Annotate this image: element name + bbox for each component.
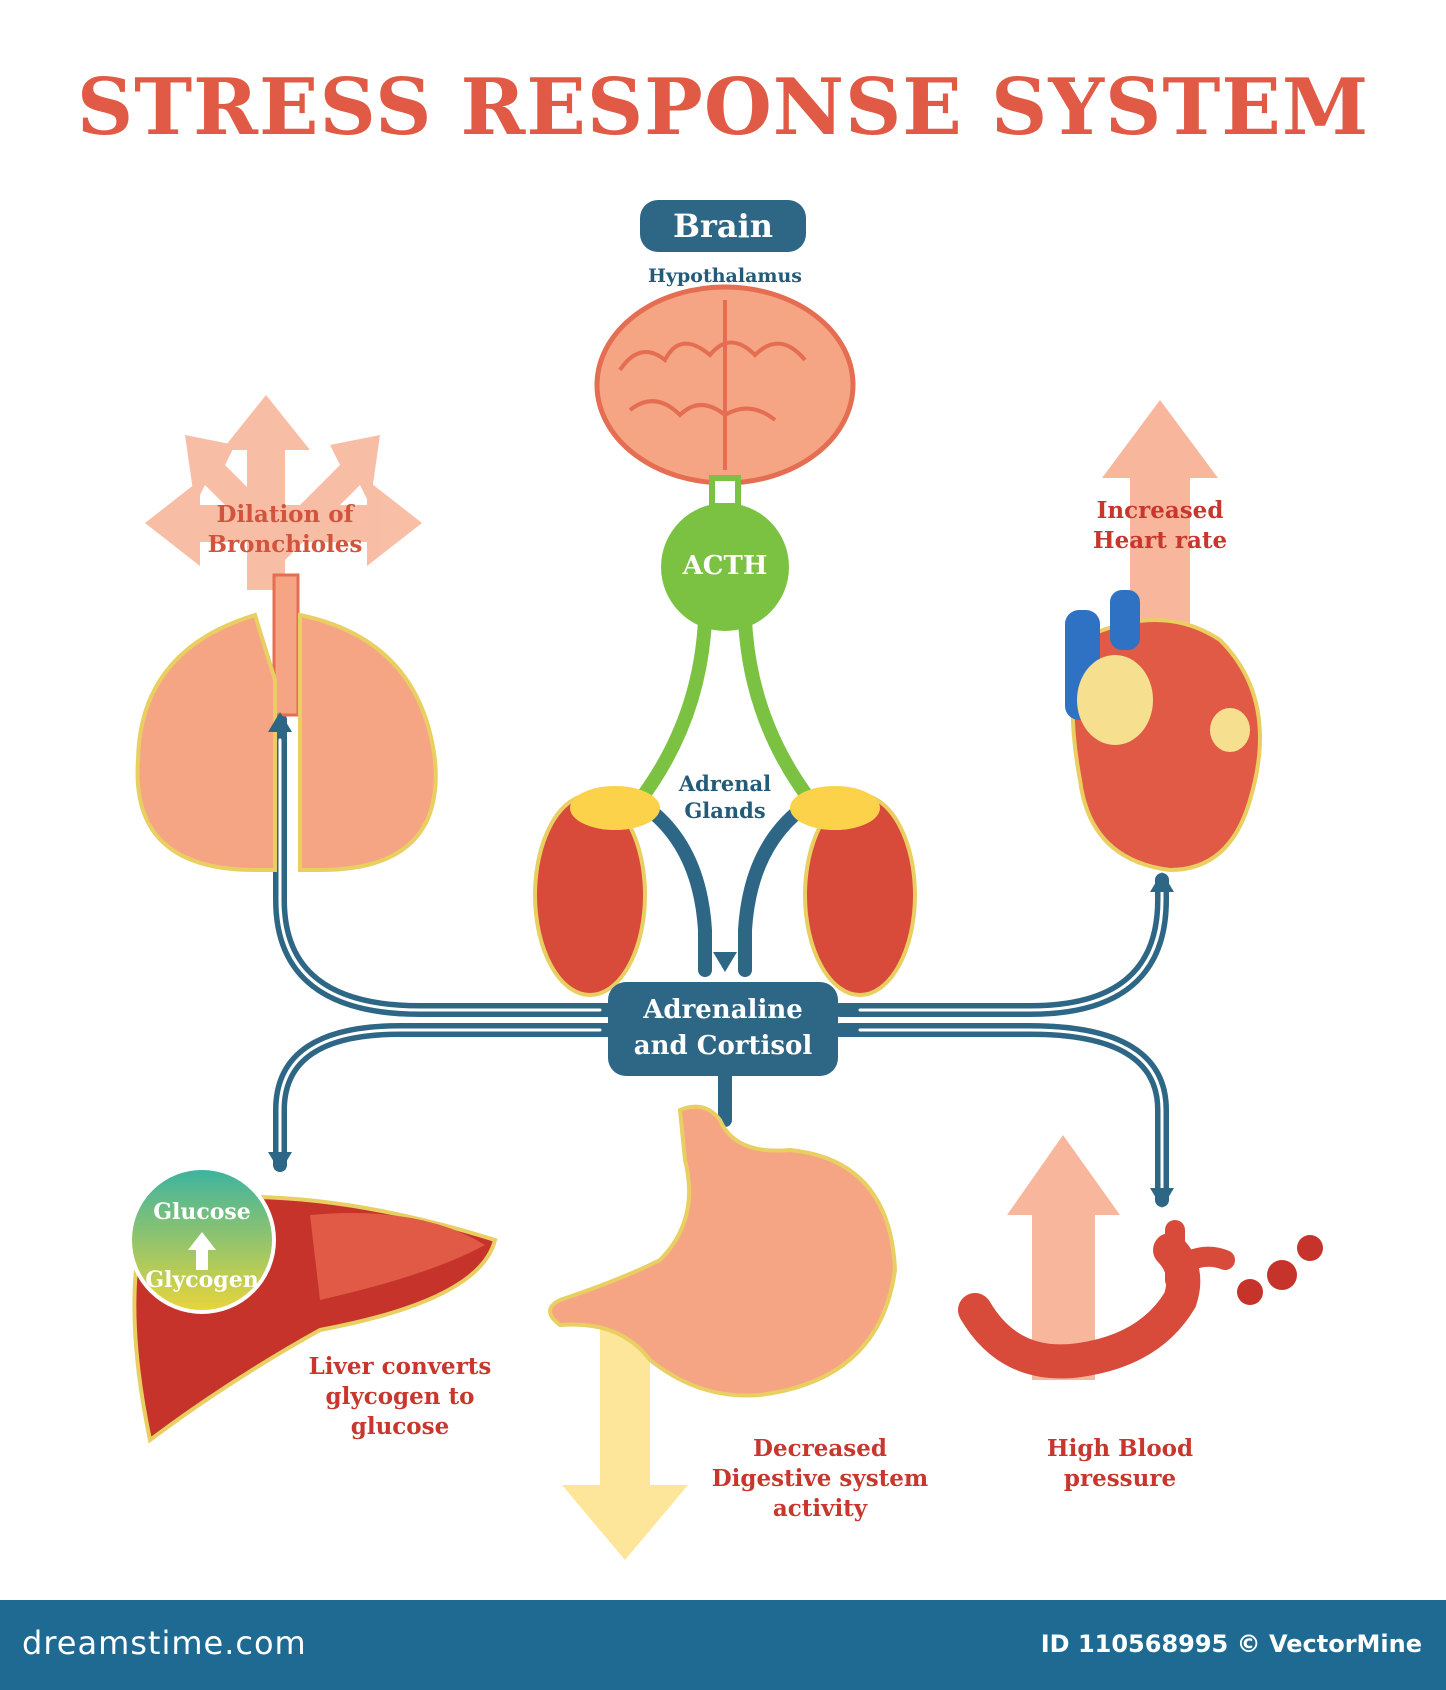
heart-illustration: [1065, 590, 1262, 873]
liver-line-3: glucose: [350, 1412, 450, 1440]
heart-label: Increased Heart rate: [1050, 496, 1270, 556]
kidneys-illustration: [533, 786, 917, 997]
glucose-text: Glucose: [153, 1199, 251, 1225]
blood-vessel-illustration: [958, 1220, 1323, 1379]
blood-pressure-label: High Blood pressure: [1020, 1434, 1220, 1494]
stomach-illustration: [548, 1104, 898, 1398]
hormones-label: Adrenaline and Cortisol: [608, 982, 838, 1076]
acth-node: [661, 503, 789, 631]
heart-rate-up-arrow: [1102, 400, 1218, 630]
lungs-illustration: [135, 573, 438, 872]
hypothalamus-label: Hypothalamus: [648, 265, 802, 287]
digestive-line-1: Decreased: [753, 1435, 887, 1462]
lungs-label: Dilation of Bronchioles: [160, 500, 410, 560]
adrenal-line-2: Glands: [684, 798, 766, 824]
flow-highlights: [278, 738, 1164, 1192]
lungs-line-1: Dilation of: [216, 501, 354, 528]
page-title: STRESS RESPONSE SYSTEM: [76, 62, 1370, 153]
bronchiole-dilation-arrows: [145, 395, 422, 590]
brain-label: Brain: [640, 200, 806, 252]
liver-line-1: Liver converts: [308, 1353, 492, 1380]
footer-site-logo[interactable]: dreamstime.com: [22, 1624, 307, 1662]
hormones-line-1: Adrenaline: [643, 995, 803, 1025]
hormones-line-2: and Cortisol: [633, 1031, 813, 1061]
flow-arrowheads: [268, 712, 1174, 1208]
footer-bar: dreamstime.com ID 110568995 © VectorMine: [0, 1600, 1446, 1690]
digestive-down-arrow: [562, 1320, 688, 1560]
blood-pressure-line-1: High Blood: [1046, 1435, 1194, 1462]
footer-image-id: ID 110568995 © VectorMine: [1040, 1630, 1422, 1658]
glycogen-text: Glycogen: [145, 1267, 259, 1293]
heart-line-2: Heart rate: [1092, 526, 1228, 554]
glucose-badge-label: Glucose Glycogen: [130, 1198, 274, 1294]
blood-pressure-line-2: pressure: [1063, 1464, 1177, 1492]
digestive-line-3: activity: [772, 1494, 868, 1522]
acth-label: ACTH: [682, 551, 768, 581]
digestive-line-2: Digestive system: [711, 1464, 929, 1492]
liver-line-2: glycogen to: [325, 1382, 475, 1410]
adrenal-glands-label: Adrenal Glands: [640, 770, 810, 825]
brain-illustration: [594, 284, 856, 509]
liver-label: Liver converts glycogen to glucose: [290, 1352, 510, 1442]
adrenal-line-1: Adrenal: [678, 771, 772, 796]
stress-diagram: [128, 284, 1323, 1560]
blood-pressure-up-arrow: [1007, 1135, 1120, 1380]
digestive-label: Decreased Digestive system activity: [700, 1434, 940, 1524]
glycogen-to-glucose-arrow: [188, 1232, 216, 1270]
heart-line-1: Increased: [1096, 497, 1224, 524]
lungs-line-2: Bronchioles: [207, 530, 363, 558]
